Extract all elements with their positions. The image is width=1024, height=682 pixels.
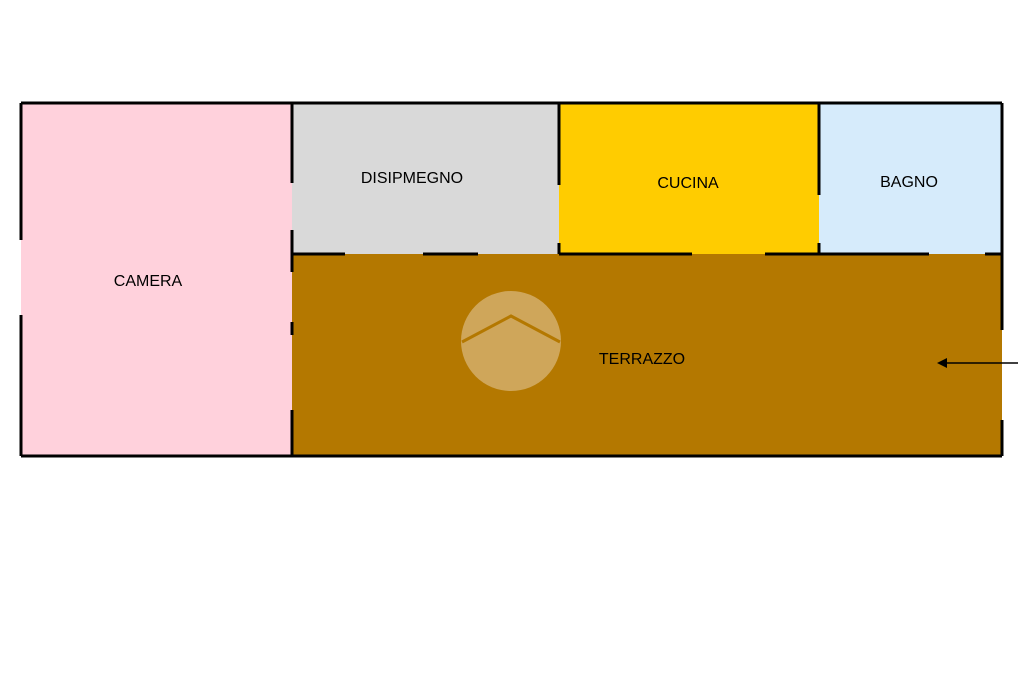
room-cucina — [559, 103, 819, 254]
room-disimpegno — [292, 103, 559, 254]
label-camera: CAMERA — [114, 273, 183, 290]
walls — [19, 101, 1004, 458]
room-terrazzo — [292, 254, 1002, 456]
entrance-arrow-icon — [937, 358, 1018, 368]
label-cucina: CUCINA — [657, 175, 719, 192]
label-terrazzo: TERRAZZO — [599, 351, 685, 368]
room-camera — [21, 103, 292, 456]
label-bagno: BAGNO — [880, 174, 938, 191]
house-logo-icon — [461, 291, 561, 391]
label-disimpegno: DISIPMEGNO — [361, 170, 463, 187]
room-bagno — [819, 103, 1002, 254]
